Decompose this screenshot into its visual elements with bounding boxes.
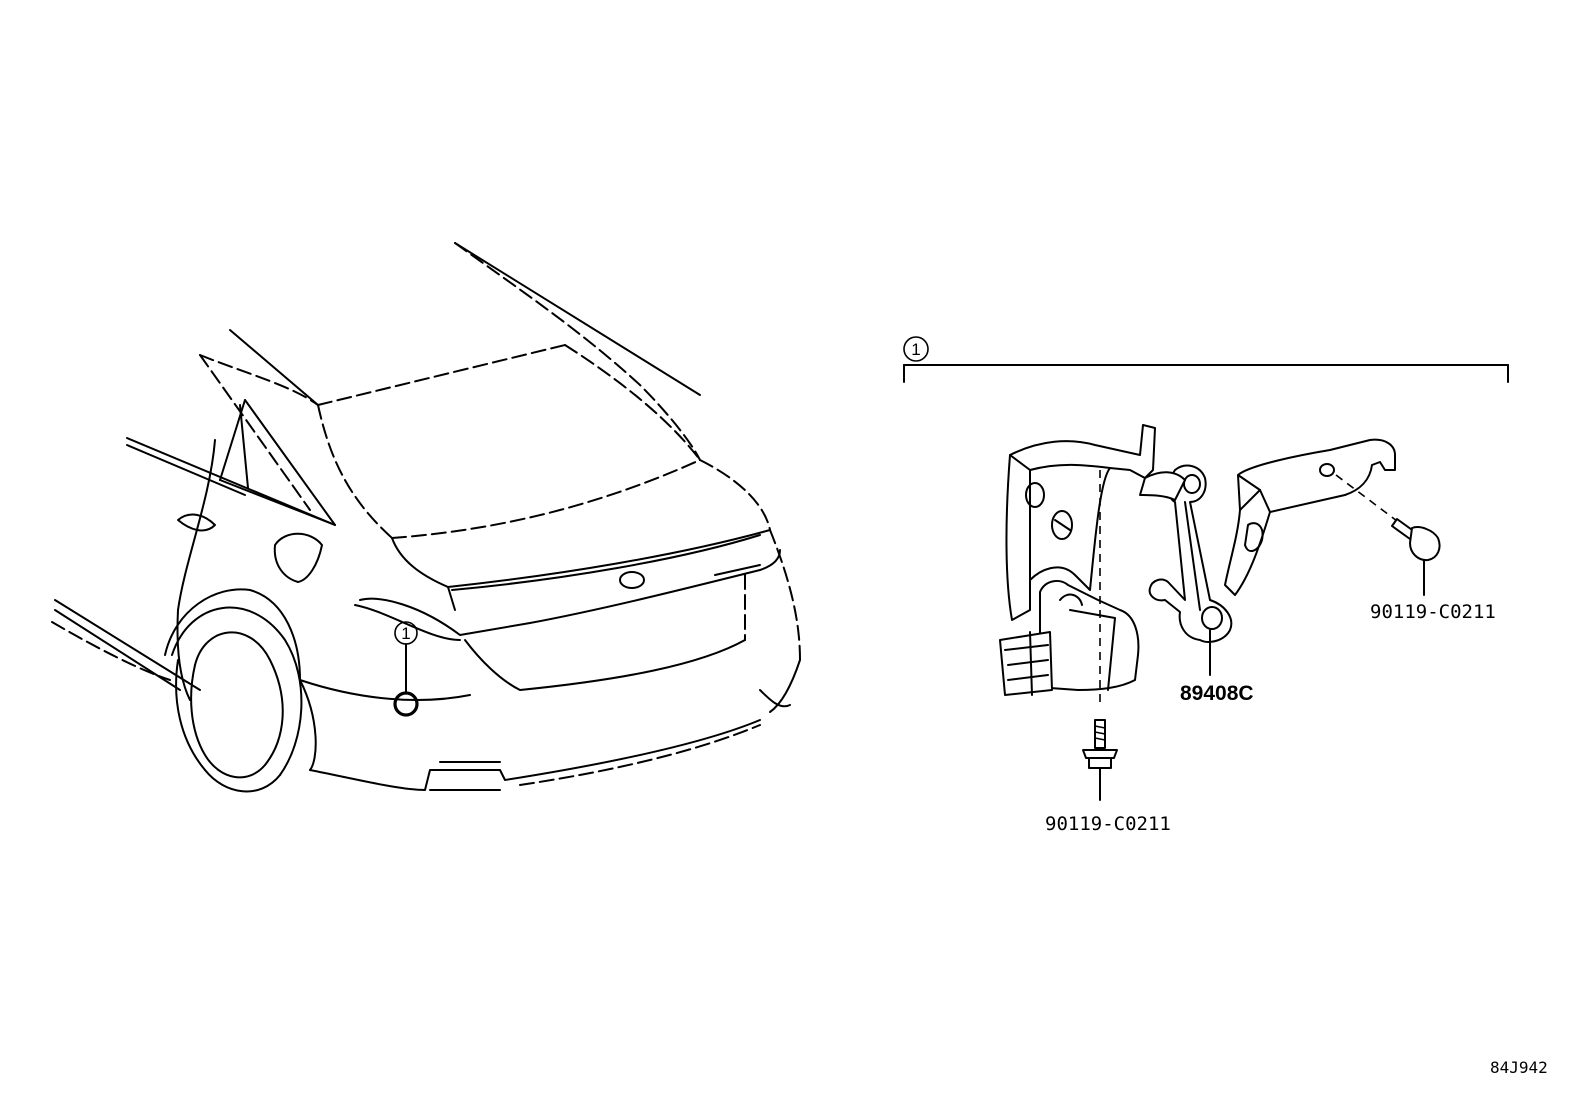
car-callout-number: 1 xyxy=(401,624,410,643)
bolt-right xyxy=(1391,518,1441,596)
vehicle-illustration xyxy=(51,242,801,793)
bolt-bottom xyxy=(1082,719,1118,801)
car-callout: 1 xyxy=(393,621,419,717)
bolt-right-part-number: 90119-C0211 xyxy=(1370,601,1496,623)
bolt-guide-right xyxy=(1335,474,1406,528)
bolt-bottom-part-number: 90119-C0211 xyxy=(1045,813,1171,835)
sensor-part-number: 89408C xyxy=(1180,682,1254,705)
assembly-callout-number: 1 xyxy=(911,340,920,359)
assembly-bracket: 1 xyxy=(903,336,1509,383)
sensor-location-marker xyxy=(393,691,419,717)
diagram-reference-code: 84J942 xyxy=(1490,1058,1548,1077)
height-sensor-assembly xyxy=(999,424,1396,696)
